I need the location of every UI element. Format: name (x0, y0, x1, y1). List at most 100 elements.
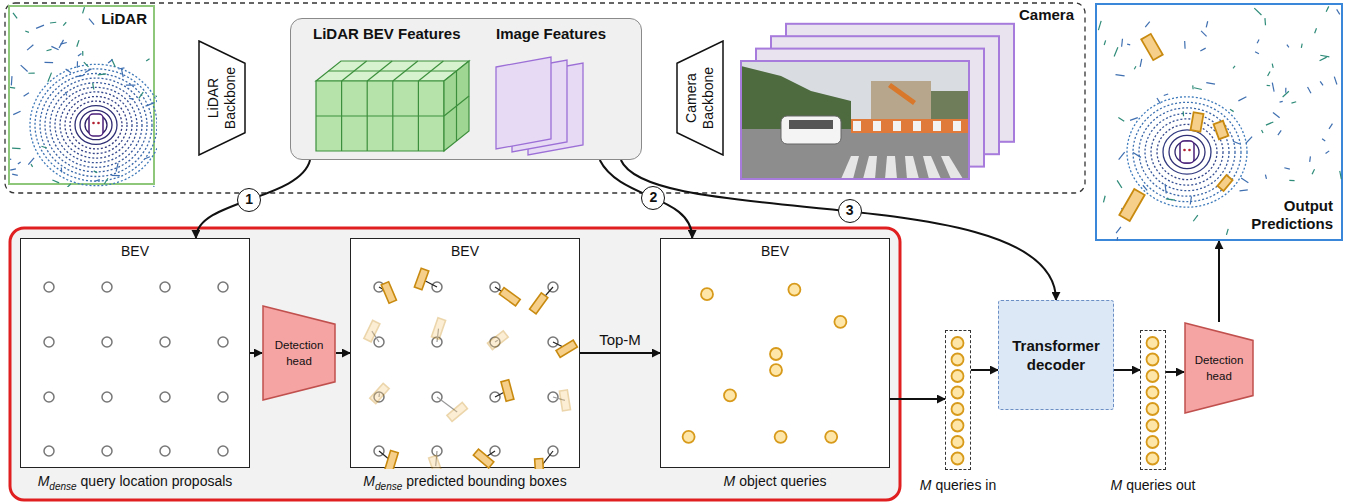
predicted-box (1217, 175, 1232, 191)
point-streak (82, 51, 83, 56)
point-streak (1206, 21, 1207, 27)
point-streak (146, 59, 149, 61)
arrow-connector (1166, 371, 1184, 373)
point-streak (66, 69, 71, 73)
scan-ring (55, 87, 137, 162)
head-label: Detection head (262, 337, 336, 369)
bev-panel-art (21, 239, 251, 469)
scan-ring (80, 110, 112, 139)
scan-ring (1169, 135, 1205, 168)
point-streak (45, 62, 54, 64)
point-streak (1206, 83, 1215, 84)
query-column-art (946, 331, 972, 471)
point-streak (1193, 215, 1198, 221)
point-streak (1226, 229, 1228, 235)
crane (888, 83, 916, 105)
point-streak (1326, 6, 1329, 11)
point-streak (27, 45, 33, 50)
point-streak (1320, 55, 1329, 57)
query-proposal (102, 282, 112, 292)
scan-ring (1145, 113, 1229, 190)
point-streak (1133, 152, 1141, 157)
point-streak (48, 73, 52, 82)
point-streak (84, 62, 89, 67)
point-streak (1140, 59, 1142, 67)
point-streak (1183, 111, 1185, 116)
object-query (952, 403, 964, 415)
caption-row: Mobject queries (601, 473, 949, 489)
point-streak (89, 19, 94, 25)
count-symbol: M (363, 473, 375, 489)
ego-car (89, 114, 103, 136)
trapezoid-outline (1185, 323, 1253, 413)
point-streak (1190, 196, 1191, 204)
object-query (683, 431, 695, 443)
point-streak (145, 157, 150, 159)
barrier-stripe (933, 121, 941, 131)
point-streak (41, 146, 46, 148)
query-proposal (102, 392, 112, 402)
caption-row: Mqueries out (1081, 477, 1225, 493)
point-streak (11, 76, 13, 85)
point-streak (65, 92, 66, 95)
point-streak (118, 187, 120, 188)
bev-label: BEV (351, 243, 579, 259)
arrow-connector (196, 160, 310, 238)
panel-label: Camera (1019, 6, 1074, 23)
query-column: Mqueries out (1140, 330, 1166, 470)
point-streak (28, 73, 34, 74)
point-streak (121, 68, 123, 77)
scan-ring (70, 101, 122, 149)
point-streak (1278, 130, 1281, 135)
query-proposal (44, 337, 54, 347)
camera-stack-art (740, 22, 1015, 180)
point-streak (1285, 88, 1286, 93)
point-streak (1241, 178, 1248, 183)
count-subscript: dense (49, 481, 76, 492)
barrier (851, 119, 969, 133)
bev-grid-face (444, 61, 469, 151)
road (741, 129, 969, 179)
point-streak (139, 92, 143, 98)
scan-ring (85, 115, 107, 135)
point-streak (31, 164, 33, 167)
point-streak (47, 49, 52, 50)
object-query (825, 431, 837, 443)
point-streak (152, 186, 154, 187)
object-query (1147, 420, 1159, 432)
point-streak (59, 40, 63, 48)
point-streak (1117, 180, 1122, 187)
count-symbol: M (38, 473, 50, 489)
bev-panel: BEVMdensequery location proposals (20, 238, 250, 468)
scan-ring (1175, 141, 1199, 163)
crosswalk-stripe (941, 156, 963, 179)
object-query (952, 436, 964, 448)
point-streak (1287, 45, 1289, 48)
input-region (5, 3, 1085, 193)
caption-row: Mdensepredicted bounding boxes (291, 473, 639, 492)
caption-text: predicted bounding boxes (406, 473, 566, 489)
point-streak (1166, 199, 1175, 200)
point-streak (85, 69, 92, 73)
point-streak (1116, 227, 1121, 233)
scan-ring (1139, 108, 1235, 196)
query-proposal (44, 392, 54, 402)
point-streak (1268, 72, 1270, 76)
predicted-box (559, 390, 570, 411)
point-streak (1309, 156, 1311, 161)
crosswalk-stripe (905, 156, 919, 179)
point-streak (1320, 81, 1323, 85)
point-streak (25, 31, 29, 32)
point-streak (76, 75, 83, 76)
trapezoid-outline (677, 41, 723, 155)
bev-panel: BEVMobject queries (660, 238, 890, 468)
point-streak (1329, 124, 1332, 129)
query-proposal (160, 337, 170, 347)
scan-ring (50, 83, 142, 168)
point-streak (1272, 64, 1274, 68)
object-query (1147, 453, 1159, 465)
point-streak (1301, 44, 1303, 48)
point-streak (146, 103, 155, 106)
bev-grid-face (316, 81, 444, 151)
detection-head: Detection head (262, 305, 336, 401)
